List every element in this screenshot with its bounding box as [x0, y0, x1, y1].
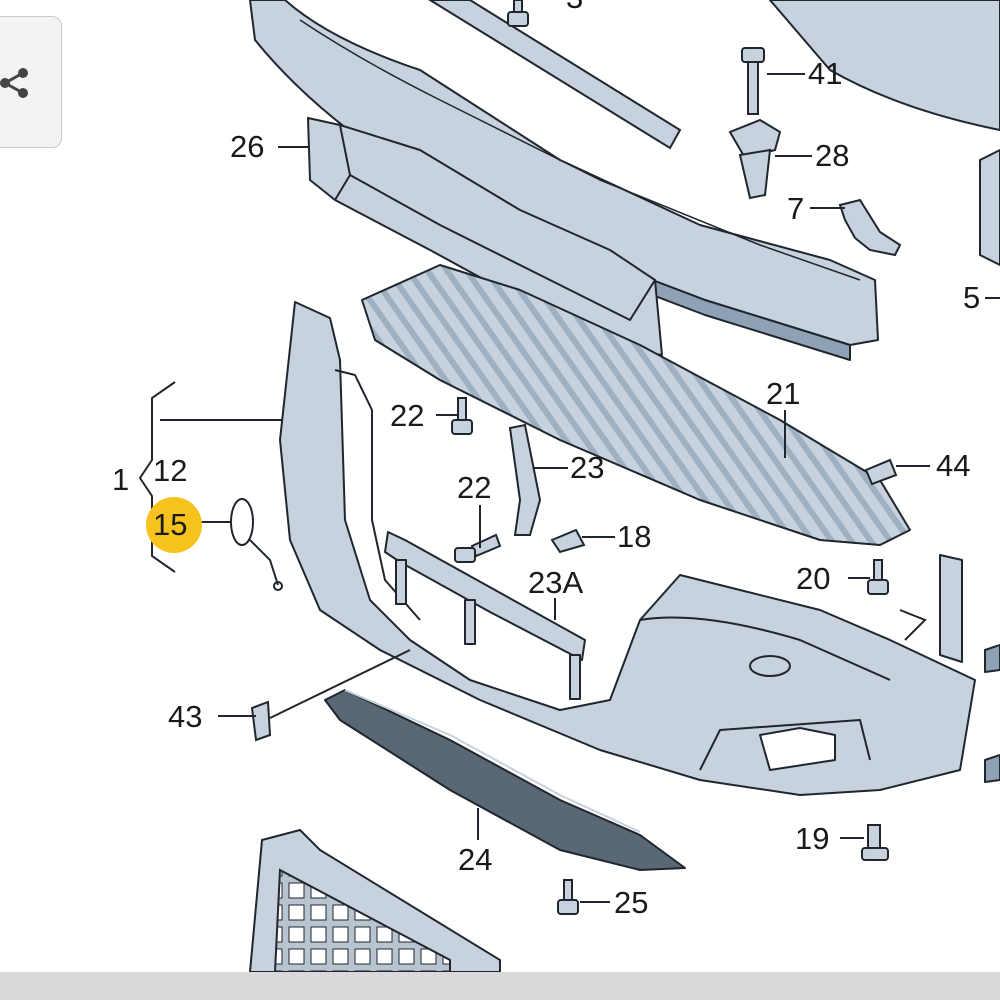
callout-24[interactable]: 24 [458, 842, 493, 877]
radiator-grille [248, 828, 501, 973]
screw-22-lower [454, 533, 502, 563]
bracket-23 [508, 423, 542, 536]
screw-22-upper [451, 397, 473, 435]
cover-43 [250, 700, 272, 742]
upper-right-bracket [768, 0, 1000, 132]
callout-43[interactable]: 43 [168, 699, 203, 734]
side-bracket [939, 149, 1000, 783]
bolt-41 [741, 47, 765, 115]
group-bracket [138, 381, 176, 573]
callout-5[interactable]: 5 [963, 280, 981, 315]
clip-18 [550, 528, 586, 554]
callout-21[interactable]: 21 [766, 376, 801, 411]
callout-18[interactable]: 18 [617, 519, 652, 554]
callout-23a[interactable]: 23A [528, 565, 584, 600]
callout-41[interactable]: 41 [808, 56, 843, 91]
callout-7[interactable]: 7 [787, 191, 805, 226]
share-icon [0, 68, 28, 98]
leader-lines [196, 73, 1000, 903]
undertray [361, 264, 911, 546]
bolt-3 [507, 0, 529, 27]
highlight-marker [146, 497, 202, 553]
callout-22-upper[interactable]: 22 [390, 398, 425, 433]
share-button[interactable] [0, 16, 62, 148]
bumper-cover [279, 301, 976, 796]
retainer-28 [728, 118, 782, 200]
energy-absorber [307, 117, 663, 356]
callout-25[interactable]: 25 [614, 885, 649, 920]
screw-20 [867, 559, 889, 595]
callout-28[interactable]: 28 [815, 138, 850, 173]
front-spoiler [324, 689, 686, 871]
callout-20[interactable]: 20 [796, 561, 831, 596]
callout-22-lower[interactable]: 22 [457, 470, 492, 505]
screw-25 [557, 879, 579, 915]
callout-19[interactable]: 19 [795, 821, 830, 856]
callout-15[interactable]: 15 [153, 507, 188, 542]
stud-19 [861, 824, 889, 861]
callout-1[interactable]: 1 [112, 462, 130, 497]
trim-strip [428, 0, 682, 150]
callout-23[interactable]: 23 [570, 450, 605, 485]
bottom-bar [0, 972, 1000, 1000]
callout-26[interactable]: 26 [230, 129, 265, 164]
callout-3[interactable]: 3 [566, 0, 583, 13]
callout-44[interactable]: 44 [936, 448, 971, 483]
clip-44 [864, 458, 898, 486]
mounting-rail [384, 531, 586, 700]
bracket-7 [838, 198, 902, 257]
callout-12[interactable]: 12 [153, 453, 188, 488]
tow-cover-15 [230, 498, 283, 591]
